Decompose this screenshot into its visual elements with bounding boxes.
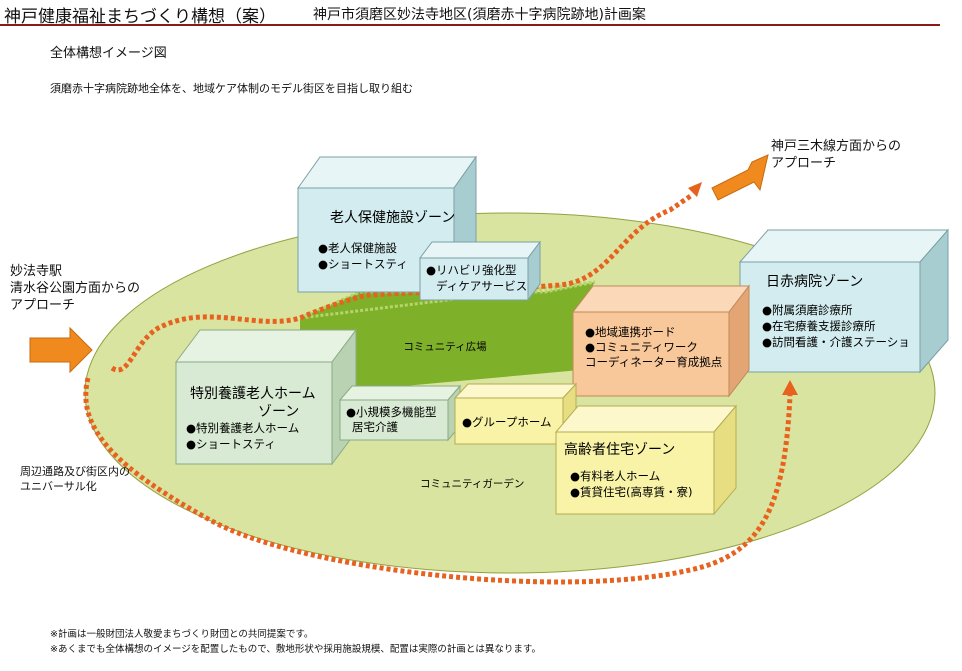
koreisha-zone-title: 高齢者住宅ゾーン [564, 441, 675, 458]
rehab-box: ●リハビリ強化型 ディケアサービス [419, 240, 541, 302]
rehab-item-2: ディケアサービス [436, 279, 527, 293]
community-plaza: コミュニティ広場 [299, 280, 596, 390]
rojin-item-2: ●ショートスティ [318, 257, 408, 271]
hospital-zone-title: 日赤病院ゾーン [766, 274, 863, 290]
west-approach-line-2: 清水谷公園方面からの [10, 281, 141, 296]
hospital-zone-box: 日赤病院ゾーン ●附属須磨診療所 ●在宅療養支援診療所 ●訪問看護・介護ステーシ… [738, 228, 950, 374]
tokuyo-item-1: ●特別養護老人ホーム [186, 421, 299, 435]
koreisha-item-2: ●賃貸住宅(高専賃・寮) [570, 485, 693, 499]
route-south-arrowhead [782, 380, 798, 395]
tokuyo-zone-title-1: 特別養護老人ホーム [190, 385, 316, 402]
page-heading: 全体構想イメージ図 [50, 46, 167, 61]
plaza-label: コミュニティ広場 [403, 340, 487, 353]
header-title: 神戸健康福祉まちづくり構想（案） [4, 7, 276, 27]
route-north-arrowhead [688, 182, 702, 197]
rojin-item-1: ●老人保健施設 [318, 241, 398, 255]
shokibo-item-2: 居宅介護 [352, 420, 398, 434]
hospital-item-3: ●訪問看護・介護ステーショ [762, 335, 910, 349]
west-approach-line-1: 妙法寺駅 [10, 264, 63, 279]
west-approach-arrow [29, 326, 93, 374]
koreisha-zone-box: 高齢者住宅ゾーン ●有料老人ホーム ●賃貸住宅(高専賃・寮) [554, 404, 738, 516]
east-approach-arrow [711, 154, 769, 201]
route-north [110, 192, 694, 373]
west-approach-label: 妙法寺駅 清水谷公園方面からの アプローチ [10, 263, 140, 314]
east-approach-line-2: アプローチ [771, 156, 837, 171]
group-home-item-1: ●グループホーム [462, 415, 552, 429]
east-approach-line-1: 神戸三木線方面からの [771, 139, 902, 154]
tokuyo-zone-title-2: ゾーン [258, 404, 299, 420]
note-1: ※計画は一般財団法人敬愛まちづくり財団との共同提案です。 [50, 629, 314, 640]
universal-line-1: 周辺通路及び街区内の [20, 465, 130, 478]
note-2: ※あくまでも全体構想のイメージを配置したもので、敷地形状や採用施設規模、配置は実… [50, 644, 541, 655]
hospital-item-1: ●附属須磨診療所 [762, 303, 853, 317]
community-center-item-2: ●コミュニティワーク [585, 340, 698, 354]
koreisha-item-1: ●有料老人ホーム [570, 469, 660, 483]
hospital-item-2: ●在宅療養支援診療所 [762, 319, 876, 333]
tokuyo-zone-box: 特別養護老人ホーム ゾーン ●特別養護老人ホーム ●ショートスティ [175, 328, 357, 466]
tokuyo-item-2: ●ショートスティ [186, 437, 276, 451]
community-center-item-3: コーディネーター育成拠点 [585, 355, 722, 369]
page-lead: 須磨赤十字病院跡地全体を、地域ケア体制のモデル街区を目指し取り組む [50, 82, 413, 95]
rehab-item-1: ●リハビリ強化型 [426, 263, 517, 277]
header-rule [0, 24, 940, 26]
community-center-box: ●地域連携ボード ●コミュニティワーク コーディネーター育成拠点 [571, 284, 751, 398]
community-center-item-1: ●地域連携ボード [585, 325, 676, 339]
west-approach-line-3: アプローチ [10, 298, 76, 313]
route-south [83, 377, 793, 585]
shokibo-box: ●小規模多機能型 居宅介護 [338, 384, 462, 442]
east-approach-label: 神戸三木線方面からの アプローチ [771, 138, 901, 172]
rojin-zone-title: 老人保健施設ゾーン [330, 210, 455, 226]
universal-line-2: ユニバーサル化 [20, 480, 97, 493]
shokibo-item-1: ●小規模多機能型 [346, 405, 437, 419]
garden-label: コミュニティガーデン [420, 477, 524, 490]
universal-label: 周辺通路及び街区内の ユニバーサル化 [20, 464, 130, 494]
header-subtitle: 神戸市須磨区妙法寺地区(須磨赤十字病院跡地)計画案 [313, 7, 646, 23]
